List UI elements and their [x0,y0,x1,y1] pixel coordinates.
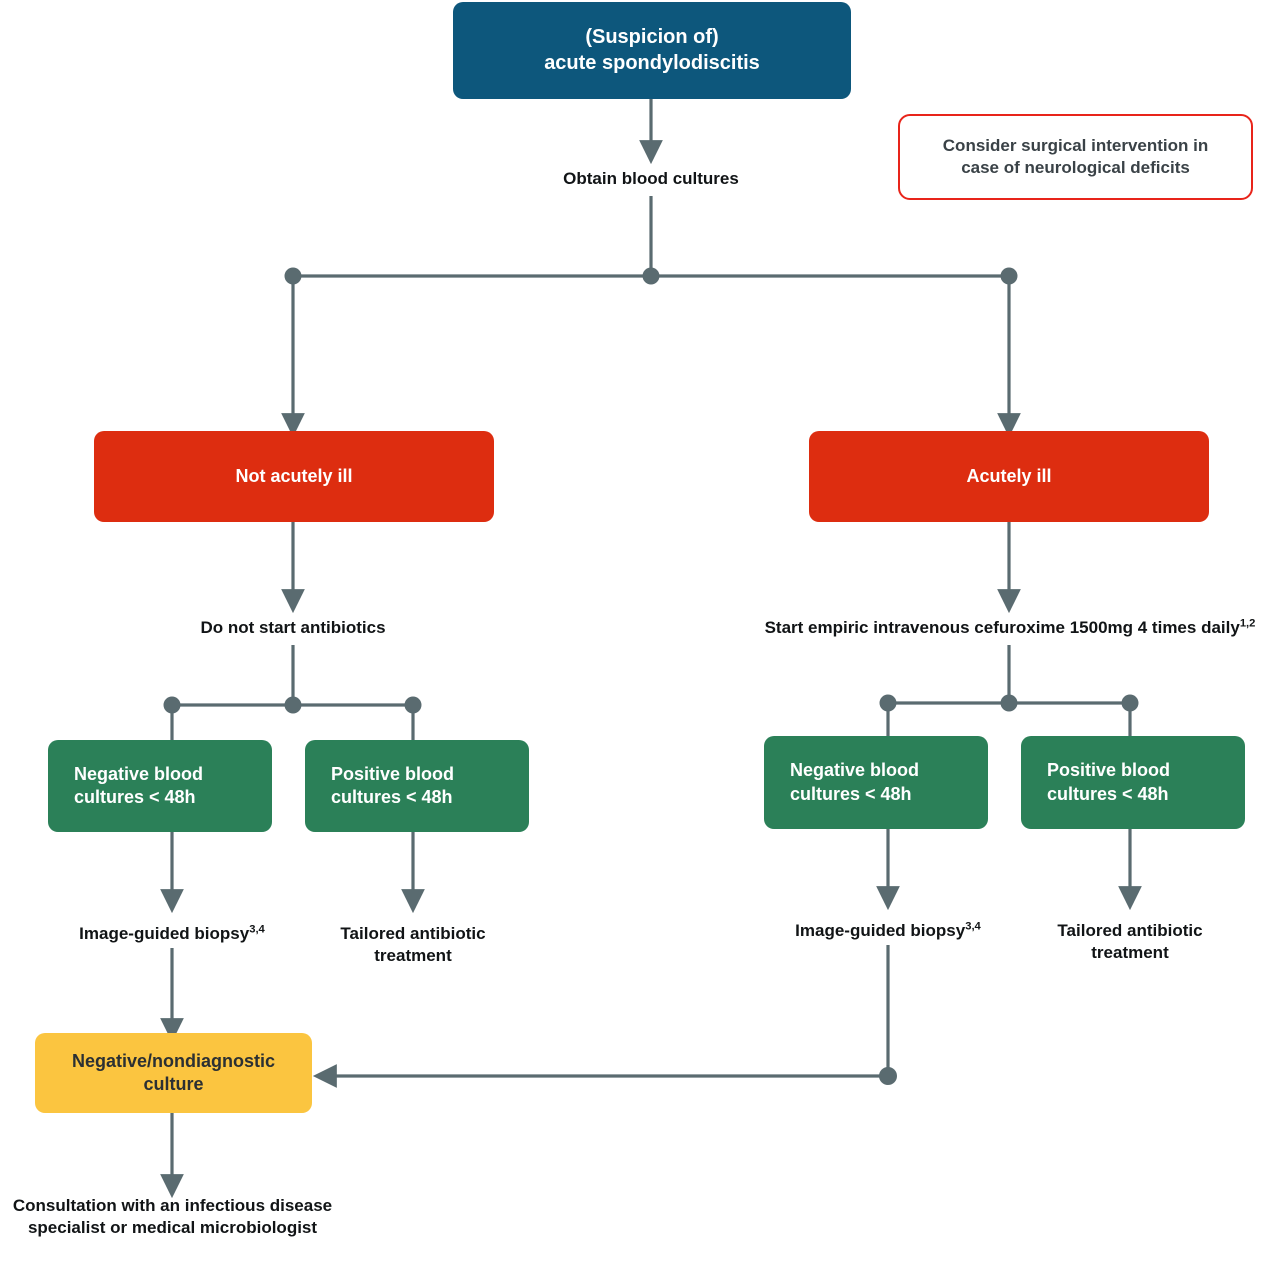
node-nondiagnostic-line1: Negative/nondiagnostic [71,1050,276,1071]
node-left-positive-blood-cultures[interactable]: Positive blood cultures < 48h [305,740,529,832]
node-left-positive-line2: cultures < 48h [331,787,453,807]
label-consultation-line2: specialist or medical microbiologist [27,1218,318,1238]
node-left-positive-line1: Positive blood [331,763,455,784]
label-left-tailored-line2: treatment [374,946,452,966]
callout-surgical-intervention[interactable]: Consider surgical intervention in case o… [898,114,1253,200]
junction-dot [404,696,422,714]
node-right-positive-blood-cultures[interactable]: Positive blood cultures < 48h [1021,736,1245,829]
label-right-tailored-line2: treatment [1091,943,1169,963]
node-right-negative-line2: cultures < 48h [790,783,912,804]
label-right-biopsy-superscript: 3,4 [965,920,981,933]
node-suspicion-acute-spondylodiscitis[interactable]: (Suspicion of) acute spondylodiscitis [453,2,851,99]
node-acutely-ill[interactable]: Acutely ill [809,431,1209,522]
label-consultation-infectious-disease: Consultation with an infectious disease … [0,1195,345,1239]
node-acutely-ill-label: Acutely ill [966,465,1052,486]
label-right-image-guided-biopsy: Image-guided biopsy3,4 [758,920,1018,942]
label-left-tailored-antibiotic-treatment: Tailored antibiotic treatment [303,923,523,967]
node-right-negative-blood-cultures[interactable]: Negative blood cultures < 48h [764,736,988,829]
label-left-tailored-line1: Tailored antibiotic [340,924,486,943]
label-start-empiric-antibiotics: Start empiric intravenous cefuroxime 150… [749,617,1271,639]
junction-dot [284,267,302,285]
node-suspicion-line1: (Suspicion of) [585,25,719,48]
node-not-acutely-ill-label: Not acutely ill [235,465,353,486]
label-do-not-start-antibiotics-text: Do not start antibiotics [200,618,386,637]
node-right-positive-line1: Positive blood [1047,760,1171,781]
label-start-empiric-superscript: 1,2 [1239,617,1256,630]
junction-dot [1000,694,1018,712]
label-start-empiric-text: Start empiric intravenous cefuroxime 150… [764,618,1240,637]
junction-dot [284,696,302,714]
label-left-image-guided-biopsy: Image-guided biopsy3,4 [42,923,302,945]
label-left-biopsy-text: Image-guided biopsy [79,924,250,943]
node-negative-nondiagnostic-culture[interactable]: Negative/nondiagnostic culture [35,1033,312,1113]
node-left-negative-line1: Negative blood [74,763,204,784]
node-nondiagnostic-line2: culture [143,1074,204,1094]
node-left-negative-blood-cultures[interactable]: Negative blood cultures < 48h [48,740,272,832]
label-left-biopsy-superscript: 3,4 [249,923,265,936]
label-right-biopsy-text: Image-guided biopsy [795,921,966,940]
junction-dot [642,267,660,285]
node-suspicion-line2: acute spondylodiscitis [544,51,760,74]
label-obtain-blood-cultures-text: Obtain blood cultures [563,169,739,188]
junction-dot [1121,694,1139,712]
label-obtain-blood-cultures: Obtain blood cultures [501,168,801,190]
node-not-acutely-ill[interactable]: Not acutely ill [94,431,494,522]
node-left-negative-line2: cultures < 48h [74,787,196,807]
label-right-tailored-antibiotic-treatment: Tailored antibiotic treatment [1020,920,1240,964]
junction-dot [879,694,897,712]
junction-dot [1000,267,1018,285]
junction-dot [879,1067,897,1085]
junction-dot [163,696,181,714]
label-right-tailored-line1: Tailored antibiotic [1057,921,1203,940]
node-right-positive-line2: cultures < 48h [1047,783,1169,804]
node-right-negative-line1: Negative blood [790,760,920,781]
callout-line2: case of neurological deficits [961,158,1190,177]
callout-line1: Consider surgical intervention in [942,136,1209,156]
label-consultation-line1: Consultation with an infectious disease [12,1196,333,1215]
label-do-not-start-antibiotics: Do not start antibiotics [143,617,443,639]
